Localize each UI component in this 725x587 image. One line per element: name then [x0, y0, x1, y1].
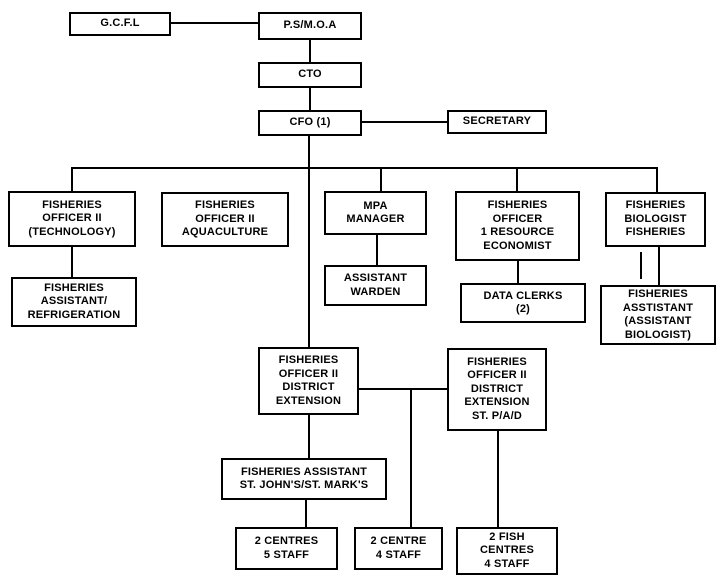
connector-district-stjohns	[308, 415, 310, 458]
connector-stjohns-centres5	[305, 500, 307, 527]
connector-branch-mpa	[380, 167, 382, 191]
org-box-fisheries-officer2-aquaculture: FISHERIES OFFICER II AQUACULTURE	[161, 192, 289, 247]
org-box-cto: CTO	[258, 62, 362, 88]
org-box-assistant-warden: ASSISTANT WARDEN	[324, 265, 427, 306]
org-box-gcfl: G.C.F.L	[69, 12, 171, 36]
connector-cfo-trunk	[308, 136, 310, 347]
org-box-label: FISHERIES ASSISTANT/ REFRIGERATION	[27, 281, 121, 321]
connector-district-stpad	[359, 388, 447, 390]
connector-mpa-warden	[376, 235, 378, 265]
org-box-label: SECRETARY	[462, 115, 532, 128]
connector-gcfl-psmoa	[171, 22, 258, 24]
org-box-label: ASSISTANT WARDEN	[343, 272, 408, 298]
connector-branch-horizontal	[71, 167, 658, 169]
connector-technology-refrigeration	[71, 247, 73, 277]
org-box-cfo: CFO (1)	[258, 110, 362, 136]
org-box-label: G.C.F.L	[100, 17, 140, 30]
org-box-2-centres-5-staff: 2 CENTRES 5 STAFF	[235, 527, 338, 570]
org-box-label: FISHERIES BIOLOGIST FISHERIES	[624, 199, 687, 239]
org-box-label: FISHERIES OFFICER II AQUACULTURE	[181, 199, 269, 239]
connector-cto-cfo	[309, 87, 311, 110]
connector-stpad-fishcentres	[497, 431, 499, 527]
org-box-label: FISHERIES OFFICER II DISTRICT EXTENSION	[275, 354, 342, 407]
connector-branch-biologist	[656, 167, 658, 192]
connector-stub-biologist	[640, 252, 642, 279]
connector-resource-dataclerks	[517, 261, 519, 283]
org-box-fisheries-assistant-stjohns-stmarks: FISHERIES ASSISTANT ST. JOHN'S/ST. MARK'…	[221, 458, 387, 500]
org-box-label: FISHERIES ASSISTANT ST. JOHN'S/ST. MARK'…	[239, 465, 369, 492]
org-box-label: MPA MANAGER	[346, 199, 405, 226]
org-box-label: FISHERIES ASSTISTANT (ASSISTANT BIOLOGIS…	[622, 288, 694, 341]
org-box-label: 2 CENTRES 5 STAFF	[254, 535, 319, 561]
org-box-fisheries-officer2-district-extension: FISHERIES OFFICER II DISTRICT EXTENSION	[258, 347, 359, 415]
connector-branch-resource	[516, 167, 518, 191]
connector-branch-technology	[71, 167, 73, 191]
connector-biologist-assistant	[658, 247, 660, 285]
org-box-fisheries-officer1-resource-economist: FISHERIES OFFICER 1 RESOURCE ECONOMIST	[455, 191, 580, 261]
connector-cfo-secretary	[362, 121, 447, 123]
org-box-fisheries-officer2-technology: FISHERIES OFFICER II (TECHNOLOGY)	[8, 191, 136, 247]
connector-district-centre4	[410, 388, 412, 527]
org-box-label: CTO	[298, 68, 322, 81]
org-box-label: FISHERIES OFFICER II (TECHNOLOGY)	[28, 198, 116, 238]
org-box-label: 2 CENTRE 4 STAFF	[370, 535, 427, 561]
org-box-label: P.S/M.O.A	[283, 19, 337, 32]
connector-psmoa-cto	[309, 39, 311, 62]
org-box-label: DATA CLERKS (2)	[483, 289, 563, 316]
org-box-label: 2 FISH CENTRES 4 STAFF	[480, 530, 534, 570]
org-box-data-clerks: DATA CLERKS (2)	[460, 283, 586, 323]
org-box-ps-moa: P.S/M.O.A	[258, 12, 362, 40]
org-box-fisheries-officer2-district-extension-stpad: FISHERIES OFFICER II DISTRICT EXTENSION …	[447, 348, 547, 431]
org-box-label: FISHERIES OFFICER 1 RESOURCE ECONOMIST	[480, 199, 555, 252]
org-box-fisheries-biologist: FISHERIES BIOLOGIST FISHERIES	[605, 192, 706, 247]
org-box-2-fish-centres-4-staff: 2 FISH CENTRES 4 STAFF	[456, 527, 558, 575]
org-box-label: FISHERIES OFFICER II DISTRICT EXTENSION …	[464, 355, 530, 422]
org-box-mpa-manager: MPA MANAGER	[324, 191, 427, 235]
org-box-secretary: SECRETARY	[447, 110, 547, 134]
org-box-label: CFO (1)	[289, 116, 331, 129]
org-box-fisheries-assistant-biologist: FISHERIES ASSTISTANT (ASSISTANT BIOLOGIS…	[600, 285, 716, 345]
org-box-2-centre-4-staff: 2 CENTRE 4 STAFF	[354, 527, 443, 570]
org-box-fisheries-assistant-refrigeration: FISHERIES ASSISTANT/ REFRIGERATION	[11, 277, 137, 327]
